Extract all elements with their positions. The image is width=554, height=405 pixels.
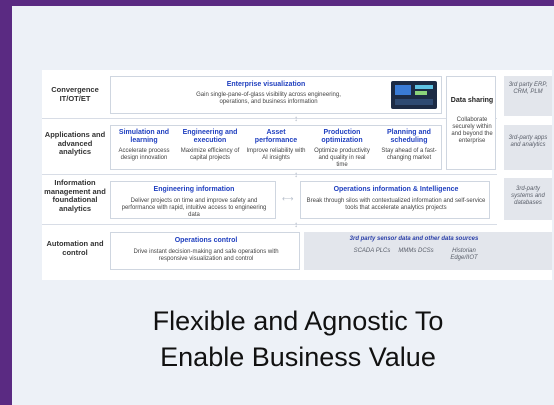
caption-line-1: Flexible and Agnostic To bbox=[152, 306, 444, 336]
engineering-information-box: Engineering information Deliver projects… bbox=[110, 181, 276, 219]
row-label-applications: Applications and advanced analytics bbox=[44, 130, 106, 156]
app-title: Engineering and execution bbox=[182, 129, 238, 144]
row-divider bbox=[42, 118, 497, 119]
data-sharing-desc: Collaborate securely within and beyond t… bbox=[451, 117, 493, 144]
app-desc: Maximize efficiency of capital projects bbox=[180, 148, 240, 161]
enterprise-visualization-desc: Gain single-pane-of-glass visibility acr… bbox=[196, 92, 341, 105]
enterprise-visualization-title: Enterprise visualization bbox=[226, 81, 306, 88]
app-desc: Accelerate process design innovation bbox=[118, 148, 170, 161]
app-desc: Improve reliability with AI insights bbox=[246, 148, 306, 161]
operations-control-desc: Drive instant decision-making and safe o… bbox=[133, 249, 279, 262]
app-desc: Optimize productivity and quality in rea… bbox=[314, 148, 370, 168]
row-label-convergence: Convergence IT/OT/ET bbox=[51, 85, 99, 103]
left-accent-bar bbox=[0, 0, 12, 405]
operations-information-desc: Break through silos with contextualized … bbox=[306, 198, 486, 211]
operations-control-title: Operations control bbox=[174, 237, 238, 244]
sensor-data-item: Historian Edge/IIOT bbox=[450, 248, 478, 261]
caption-line-2: Enable Business Value bbox=[160, 342, 436, 372]
app-title: Asset performance bbox=[254, 129, 298, 144]
app-desc: Stay ahead of a fast-changing market bbox=[381, 148, 437, 161]
sensor-data-item: SCADA PLCs bbox=[353, 248, 391, 254]
operations-information-box: Operations information & Intelligence Br… bbox=[300, 181, 490, 219]
up-down-arrow: ↕ bbox=[294, 220, 298, 229]
app-title: Simulation and learning bbox=[118, 129, 170, 144]
row-label-automation: Automation and control bbox=[46, 239, 104, 257]
sensor-data-box: 3rd party sensor data and other data sou… bbox=[304, 232, 552, 270]
sensor-data-item: MMMs DCSs bbox=[398, 248, 434, 254]
up-down-arrow: ↕ bbox=[294, 170, 298, 179]
third-party-erp-text: 3rd party ERP, CRM, PLM bbox=[508, 82, 548, 95]
app-title: Production optimization bbox=[321, 129, 363, 144]
data-sharing-box: Data sharing Collaborate securely within… bbox=[446, 76, 496, 170]
third-party-apps-text: 3rd-party apps and analytics bbox=[508, 135, 548, 148]
enterprise-visualization-box: Enterprise visualization Gain single-pan… bbox=[110, 76, 442, 114]
operations-control-box: Operations control Drive instant decisio… bbox=[110, 232, 300, 270]
architecture-diagram: Convergence IT/OT/ET Applications and ad… bbox=[42, 70, 552, 280]
engineering-information-desc: Deliver projects on time and improve saf… bbox=[121, 198, 267, 218]
operations-information-title: Operations information & Intelligence bbox=[333, 186, 459, 193]
sensor-data-title: 3rd party sensor data and other data sou… bbox=[349, 236, 479, 242]
engineering-information-title: Engineering information bbox=[153, 186, 235, 193]
bidirectional-arrow: ⟷ bbox=[282, 194, 294, 203]
third-party-systems-text: 3rd-party systems and databases bbox=[511, 186, 545, 206]
top-accent-bar bbox=[12, 0, 554, 6]
applications-box: Simulation and learning Accelerate proce… bbox=[110, 125, 442, 170]
data-sharing-title: Data sharing bbox=[450, 97, 494, 104]
app-title: Planning and scheduling bbox=[387, 129, 431, 144]
up-down-arrow: ↕ bbox=[294, 114, 298, 123]
third-party-systems-box: 3rd-party systems and databases bbox=[504, 178, 552, 220]
row-divider bbox=[42, 224, 497, 225]
third-party-erp-box: 3rd party ERP, CRM, PLM bbox=[504, 76, 552, 116]
row-divider bbox=[42, 174, 497, 175]
row-label-information-management: Information management and foundational … bbox=[44, 178, 106, 213]
dashboard-thumbnail bbox=[391, 81, 437, 109]
third-party-apps-box: 3rd-party apps and analytics bbox=[504, 125, 552, 170]
